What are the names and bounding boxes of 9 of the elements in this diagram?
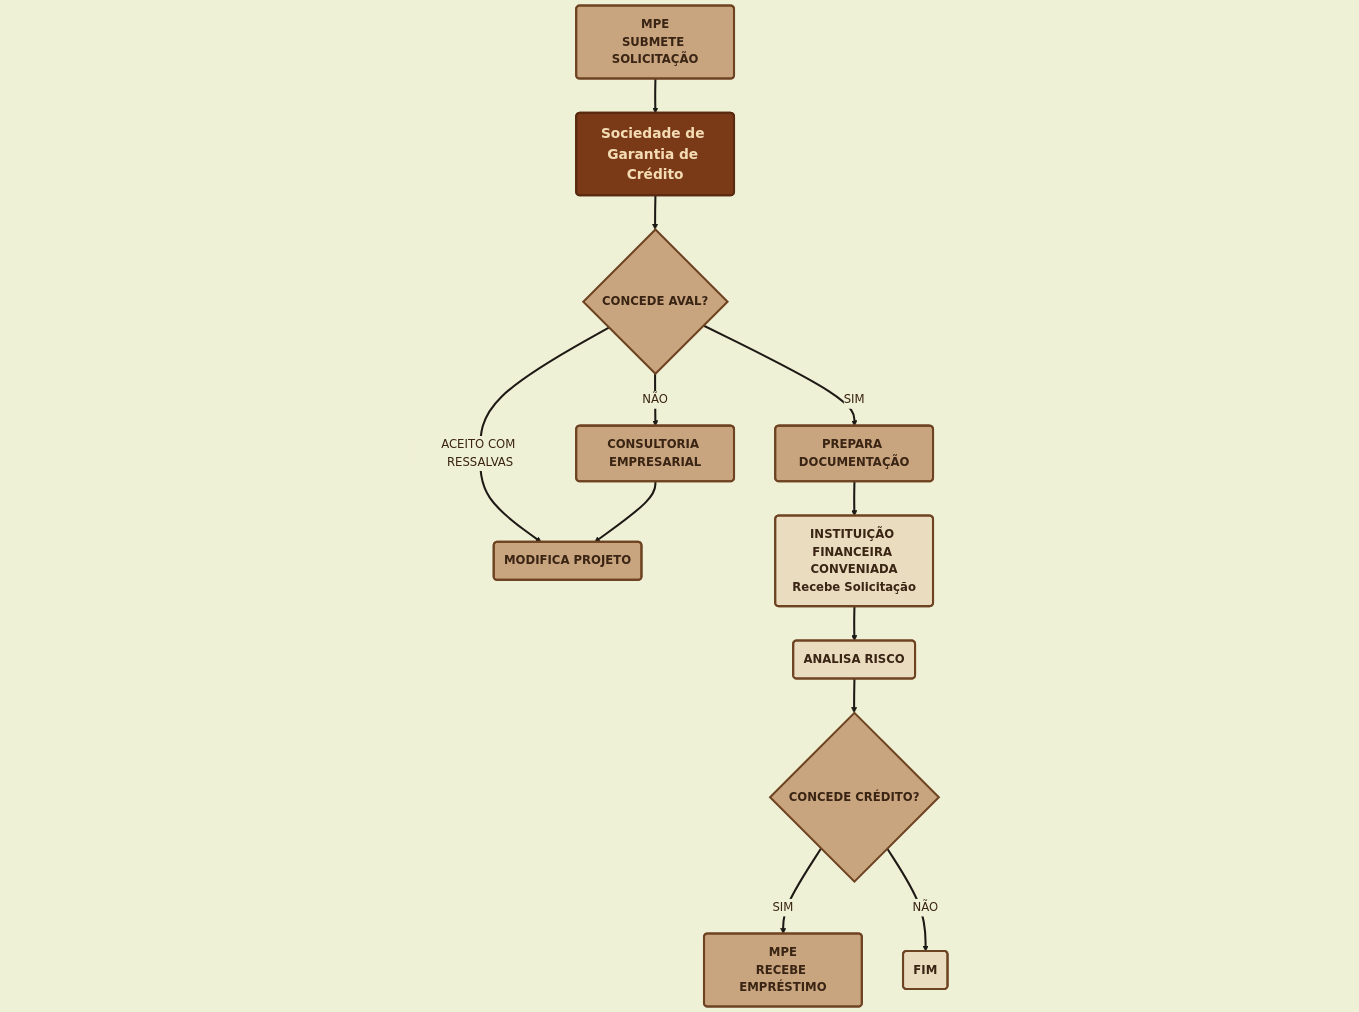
- edge-label: ACEITO COM RESSALVAS: [441, 437, 516, 469]
- node-diamond: CONCEDE AVAL?: [581, 228, 730, 376]
- edge-label: NÃO: [912, 900, 939, 914]
- arrow: [652, 195, 659, 230]
- node-diamond: CONCEDE CRÉDITO?: [768, 711, 941, 884]
- arrow: [851, 678, 858, 714]
- edge-label: SIM: [843, 392, 865, 407]
- edge-label: NÃO: [642, 392, 668, 407]
- edge-label: SIM: [772, 900, 794, 914]
